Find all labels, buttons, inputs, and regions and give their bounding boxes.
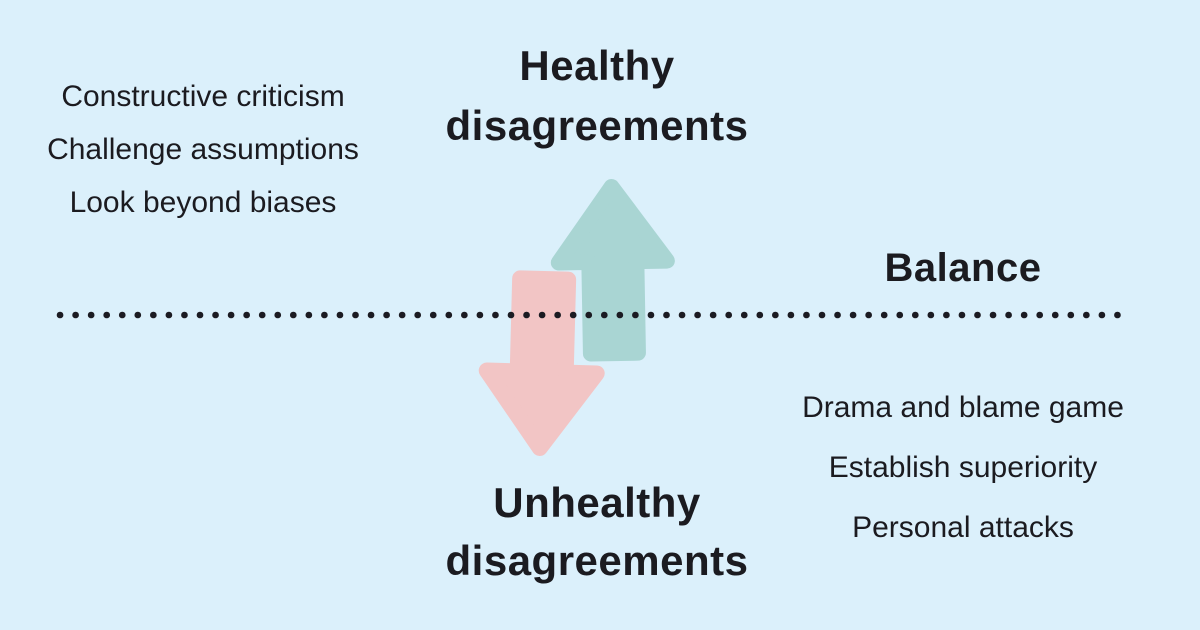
- healthy-title-line2: disagreements: [445, 102, 749, 149]
- balance-label: Balance: [884, 246, 1042, 290]
- unhealthy-list: Drama and blame game Establish superiori…: [743, 378, 1183, 558]
- up-arrow-icon: [550, 178, 675, 362]
- list-item: Constructive criticism: [61, 80, 345, 113]
- unhealthy-title-line2: disagreements: [445, 537, 749, 584]
- list-item: Drama and blame game: [802, 391, 1124, 424]
- list-item: Look beyond biases: [69, 186, 337, 219]
- healthy-title-line1: Healthy: [519, 42, 675, 89]
- healthy-title: Healthy disagreements: [347, 36, 847, 156]
- unhealthy-title: Unhealthy disagreements: [347, 474, 847, 590]
- list-item: Challenge assumptions: [47, 133, 359, 166]
- list-item: Establish superiority: [828, 451, 1098, 484]
- healthy-list: Constructive criticism Challenge assumpt…: [3, 70, 403, 229]
- balance-divider-line: [56, 311, 1130, 319]
- down-arrow-icon: [478, 270, 605, 456]
- unhealthy-title-line1: Unhealthy: [493, 479, 701, 526]
- list-item: Personal attacks: [852, 511, 1074, 544]
